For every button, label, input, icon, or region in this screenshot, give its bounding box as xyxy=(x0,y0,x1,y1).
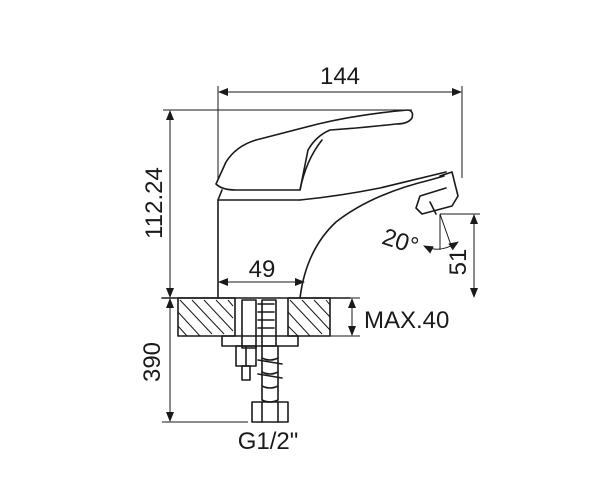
spout-aerator xyxy=(415,171,459,215)
dimension-height-total xyxy=(163,109,412,298)
dimension-spout-angle xyxy=(423,213,459,254)
dimension-spout-width-label: 49 xyxy=(249,256,276,283)
dimension-hose-length-label: 390 xyxy=(139,342,166,382)
dimension-spout-angle-label: 20° xyxy=(379,223,422,260)
flexible-hose xyxy=(257,345,283,403)
mounting-stud xyxy=(221,299,299,349)
dimension-deck-thickness-label: MAX.40 xyxy=(364,307,449,334)
faucet-body xyxy=(217,171,447,299)
countertop-section xyxy=(161,297,351,337)
faucet-handle xyxy=(215,109,414,191)
dimension-height-total-label: 112.24 xyxy=(141,167,168,239)
mounting-nut xyxy=(235,345,257,381)
dimension-spout-height xyxy=(440,213,480,298)
dimension-spout-height-label: 51 xyxy=(445,249,472,276)
dimension-width-total-label: 144 xyxy=(320,63,360,90)
dimension-width-total xyxy=(217,86,463,180)
hose-connector-nut xyxy=(251,401,289,423)
thread-size-label: G1/2" xyxy=(238,428,299,455)
